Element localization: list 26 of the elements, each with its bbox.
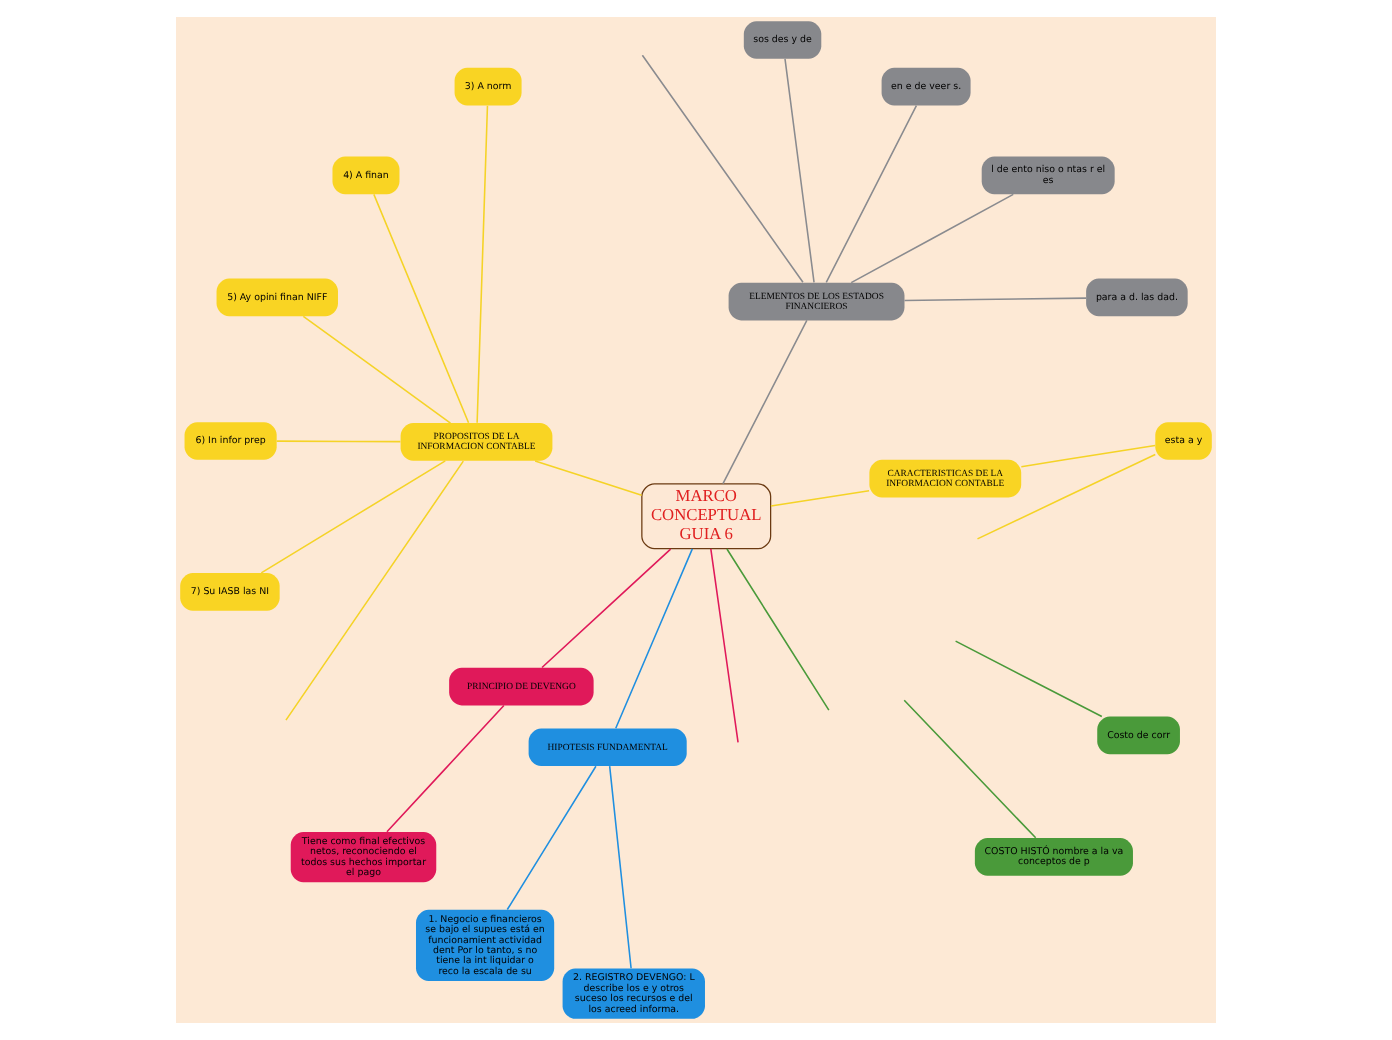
- connector: [1020, 444, 1156, 468]
- connector: [275, 440, 402, 443]
- connector: [850, 193, 1015, 284]
- connector: [710, 548, 739, 744]
- node-box: MARCO CONCEPTUAL GUIA 6: [641, 483, 772, 550]
- connector: [825, 104, 918, 284]
- connector: [541, 548, 672, 669]
- connector: [260, 460, 447, 574]
- connector: [506, 765, 597, 911]
- connector: [722, 319, 808, 485]
- connector: [976, 453, 1157, 540]
- connector: [373, 193, 470, 424]
- connector: [285, 460, 465, 721]
- connector: [903, 699, 1037, 839]
- connector: [770, 489, 870, 507]
- connector: [641, 54, 804, 284]
- connector: [726, 548, 830, 711]
- connector: [476, 105, 489, 424]
- connector: [302, 315, 452, 424]
- connector: [614, 548, 694, 730]
- connector: [903, 297, 1087, 302]
- connector: [534, 460, 643, 497]
- connector: [608, 765, 632, 969]
- connector: [784, 58, 815, 284]
- connector: [386, 704, 505, 833]
- connector: [954, 640, 1103, 718]
